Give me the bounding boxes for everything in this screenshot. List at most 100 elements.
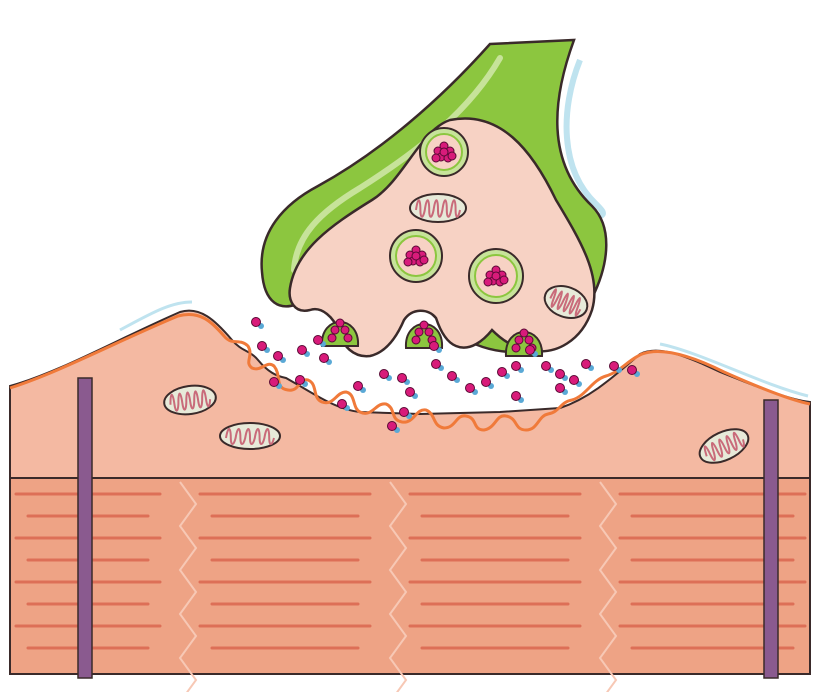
transmitter-molecule — [419, 320, 429, 330]
fiber-chevron — [178, 481, 198, 692]
transmitter-molecule — [447, 151, 457, 161]
neurotransmitter — [627, 365, 640, 377]
z-line-right — [763, 399, 779, 679]
transmitter-molecule — [353, 381, 363, 391]
transmitter-molecule — [481, 377, 491, 387]
transmitter-molecule — [511, 361, 521, 371]
transmitter-molecule — [403, 257, 413, 267]
neurotransmitter — [569, 375, 582, 387]
transmitter-molecule — [429, 341, 439, 351]
transmitter-molecule — [399, 407, 409, 417]
mitochondria — [163, 193, 750, 464]
neurotransmitter — [609, 361, 622, 373]
mitochondrion — [219, 422, 281, 450]
junctional-folds — [9, 313, 811, 432]
transmitter-molecule — [541, 361, 551, 371]
transmitter-molecule — [297, 345, 307, 355]
neurotransmitter — [273, 351, 286, 363]
fiber-chevron — [598, 481, 618, 692]
neurotransmitter — [429, 341, 442, 353]
transmitter-molecule — [519, 328, 529, 338]
z-lines — [77, 377, 779, 679]
synaptic-vesicle — [419, 127, 469, 177]
mitochondrion — [409, 193, 467, 223]
transmitter-molecule — [483, 277, 493, 287]
transmitter-molecule — [330, 325, 340, 335]
neurotransmitter — [497, 367, 510, 379]
transmitter-molecule — [465, 383, 475, 393]
release-pocket — [320, 318, 360, 347]
transmitter-molecule — [581, 359, 591, 369]
transmitter-molecule — [609, 361, 619, 371]
neurotransmitter — [555, 369, 568, 381]
transmitter-molecule — [627, 365, 637, 375]
fiber-chevrons — [178, 481, 618, 692]
transmitter-molecule — [431, 153, 441, 163]
mitochondrion — [543, 285, 589, 319]
neurotransmitter — [555, 383, 568, 395]
transmitter-molecule — [555, 369, 565, 379]
neurotransmitters — [251, 317, 640, 433]
mito-cristae — [169, 389, 212, 412]
neurotransmitter — [257, 341, 270, 353]
muscle-surface — [9, 309, 811, 479]
transmitter-molecule — [424, 327, 434, 337]
synaptic-vesicle — [389, 229, 443, 283]
neurotransmitter — [581, 359, 594, 371]
transmitter-molecule — [447, 371, 457, 381]
neurotransmitter — [319, 353, 332, 365]
sarcolemma-region — [9, 300, 811, 479]
neurotransmitter — [337, 399, 350, 411]
transmitter-molecule — [387, 421, 397, 431]
transmitter-molecule — [343, 333, 353, 343]
transmitter-molecule — [524, 335, 534, 345]
transmitter-molecule — [273, 351, 283, 361]
transmitter-molecule — [340, 325, 350, 335]
transmitter-molecule — [439, 147, 449, 157]
neurotransmitter — [313, 335, 326, 347]
mito-cristae — [225, 428, 275, 445]
fiber-chevron — [388, 481, 408, 692]
transmitter-molecule — [511, 343, 521, 353]
muscle-fiber-body — [9, 477, 811, 675]
transmitter-molecule — [491, 271, 501, 281]
surface-halo-left — [119, 300, 193, 332]
transmitter-molecule — [419, 255, 429, 265]
mito-cristae — [415, 199, 461, 218]
synaptic-vesicle — [468, 248, 524, 304]
transmitter-molecule — [411, 335, 421, 345]
neurotransmitter — [397, 373, 410, 385]
neurotransmitter — [511, 391, 524, 403]
transmitter-molecule — [397, 373, 407, 383]
mitochondrion — [163, 384, 217, 416]
synaptic-vesicles — [389, 127, 524, 304]
transmitter-molecule — [431, 359, 441, 369]
transmitter-molecule — [499, 275, 509, 285]
neurotransmitter — [379, 369, 392, 381]
transmitter-molecule — [414, 327, 424, 337]
axon-halo — [563, 58, 606, 219]
transmitter-molecule — [514, 335, 524, 345]
neurotransmitter — [511, 361, 524, 373]
transmitter-molecule — [569, 375, 579, 385]
mito-cristae — [703, 431, 745, 462]
transmitter-molecule — [337, 399, 347, 409]
myelin-highlight — [291, 55, 503, 273]
neurotransmitter — [251, 317, 264, 329]
transmitter-molecule — [379, 369, 389, 379]
neurotransmitter — [405, 387, 418, 399]
transmitter-molecule — [335, 318, 345, 328]
transmitter-molecule — [295, 375, 305, 385]
transmitter-molecule — [319, 353, 329, 363]
transmitter-molecule — [405, 387, 415, 397]
transmitter-molecule — [269, 377, 279, 387]
muscle-fiber-block — [9, 477, 811, 692]
transmitter-molecule — [251, 317, 261, 327]
neurotransmitter — [295, 375, 308, 387]
neurotransmitter — [399, 407, 412, 419]
neurotransmitter — [465, 383, 478, 395]
mitochondrion — [698, 428, 750, 464]
transmitter-molecule — [511, 391, 521, 401]
